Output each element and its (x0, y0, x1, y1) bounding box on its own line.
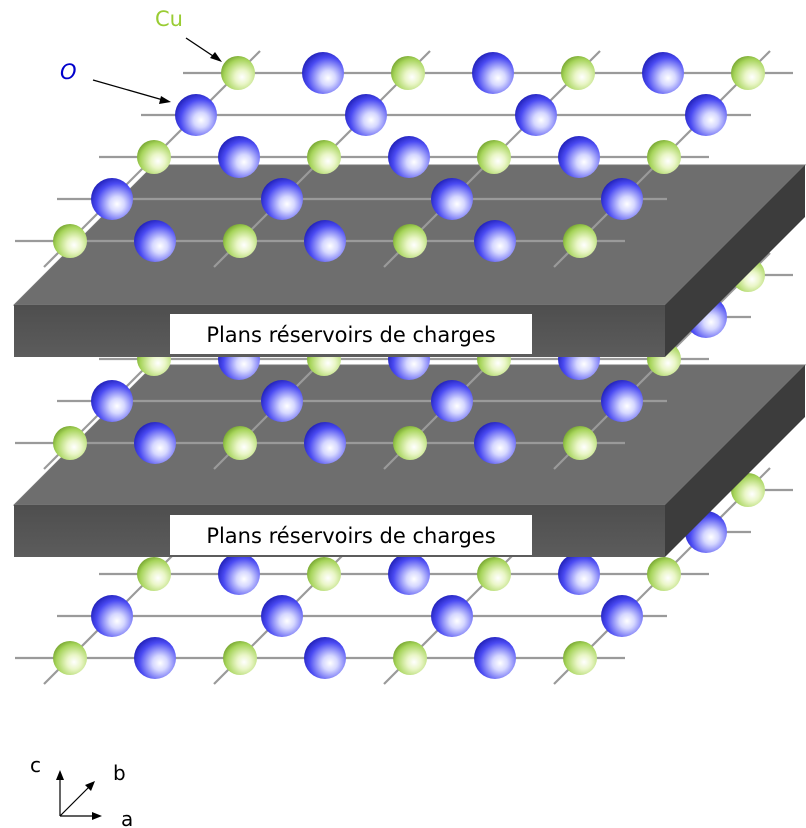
o-atom (515, 94, 557, 136)
o-label: O (60, 60, 77, 84)
cu-atom (563, 641, 597, 675)
cu-label: Cu (155, 7, 183, 31)
o-atom (304, 637, 346, 679)
o-atom (261, 380, 303, 422)
o-atom (388, 553, 430, 595)
cu-atom (223, 426, 257, 460)
cu-atom (477, 140, 511, 174)
o-atom (91, 380, 133, 422)
o-atom (558, 136, 600, 178)
axes-indicator: c b a (30, 753, 133, 828)
cu-atom (561, 56, 595, 90)
c-axis-arrowhead (56, 770, 64, 780)
cu-atom (53, 224, 87, 258)
o-atom (304, 422, 346, 464)
cu-arrowhead (210, 52, 222, 62)
o-atom (601, 380, 643, 422)
b-axis-line (59, 785, 91, 817)
cu-atom (391, 56, 425, 90)
o-atom (558, 553, 600, 595)
cu-atom (307, 557, 341, 591)
b-axis-arrowhead (85, 781, 95, 791)
slab-label-top: Plans réservoirs de charges (170, 314, 532, 354)
o-atom (472, 52, 514, 94)
cu-atom (53, 641, 87, 675)
o-atom (134, 422, 176, 464)
o-atom (474, 637, 516, 679)
o-atom (601, 595, 643, 637)
o-atom (261, 595, 303, 637)
o-atom (474, 220, 516, 262)
o-atom (134, 637, 176, 679)
cu-atom (647, 140, 681, 174)
cu-atom (393, 641, 427, 675)
cu-label-arrow (185, 37, 217, 59)
o-atom (431, 178, 473, 220)
cu-atom (223, 641, 257, 675)
a-axis-label: a (121, 807, 133, 828)
o-atom (218, 553, 260, 595)
cu-atom (307, 140, 341, 174)
o-atom (685, 94, 727, 136)
cu-atom (221, 56, 255, 90)
cu-atom (223, 224, 257, 258)
o-atom (91, 178, 133, 220)
cuo2-plane-top (15, 50, 793, 268)
o-atom (345, 94, 387, 136)
o-label-arrow (92, 79, 164, 101)
o-atom (261, 178, 303, 220)
a-axis-arrowhead (92, 812, 102, 820)
cu-atom (731, 56, 765, 90)
o-atom (91, 595, 133, 637)
c-axis-label: c (30, 753, 41, 777)
cu-atom (137, 140, 171, 174)
o-atom (218, 136, 260, 178)
o-atom (431, 595, 473, 637)
cu-atom (137, 557, 171, 591)
o-arrowhead (159, 96, 171, 104)
slab-top-side-face (665, 165, 805, 357)
slab-label-top-text: Plans réservoirs de charges (206, 323, 495, 347)
cu-atom (647, 557, 681, 591)
o-atom (175, 94, 217, 136)
o-atom (304, 220, 346, 262)
o-atom (474, 422, 516, 464)
o-atom (601, 178, 643, 220)
cu-atom (563, 224, 597, 258)
slab-label-bottom: Plans réservoirs de charges (170, 515, 532, 555)
o-atom (431, 380, 473, 422)
o-atom (642, 52, 684, 94)
cu-atom (563, 426, 597, 460)
o-atom (302, 52, 344, 94)
cu-atom (53, 426, 87, 460)
o-atom (388, 136, 430, 178)
o-atom (134, 220, 176, 262)
cu-atom (477, 557, 511, 591)
b-axis-label: b (113, 761, 126, 785)
slab-label-bottom-text: Plans réservoirs de charges (206, 524, 495, 548)
slab-bottom-side-face (665, 365, 805, 557)
cu-atom (393, 224, 427, 258)
cu-atom (393, 426, 427, 460)
